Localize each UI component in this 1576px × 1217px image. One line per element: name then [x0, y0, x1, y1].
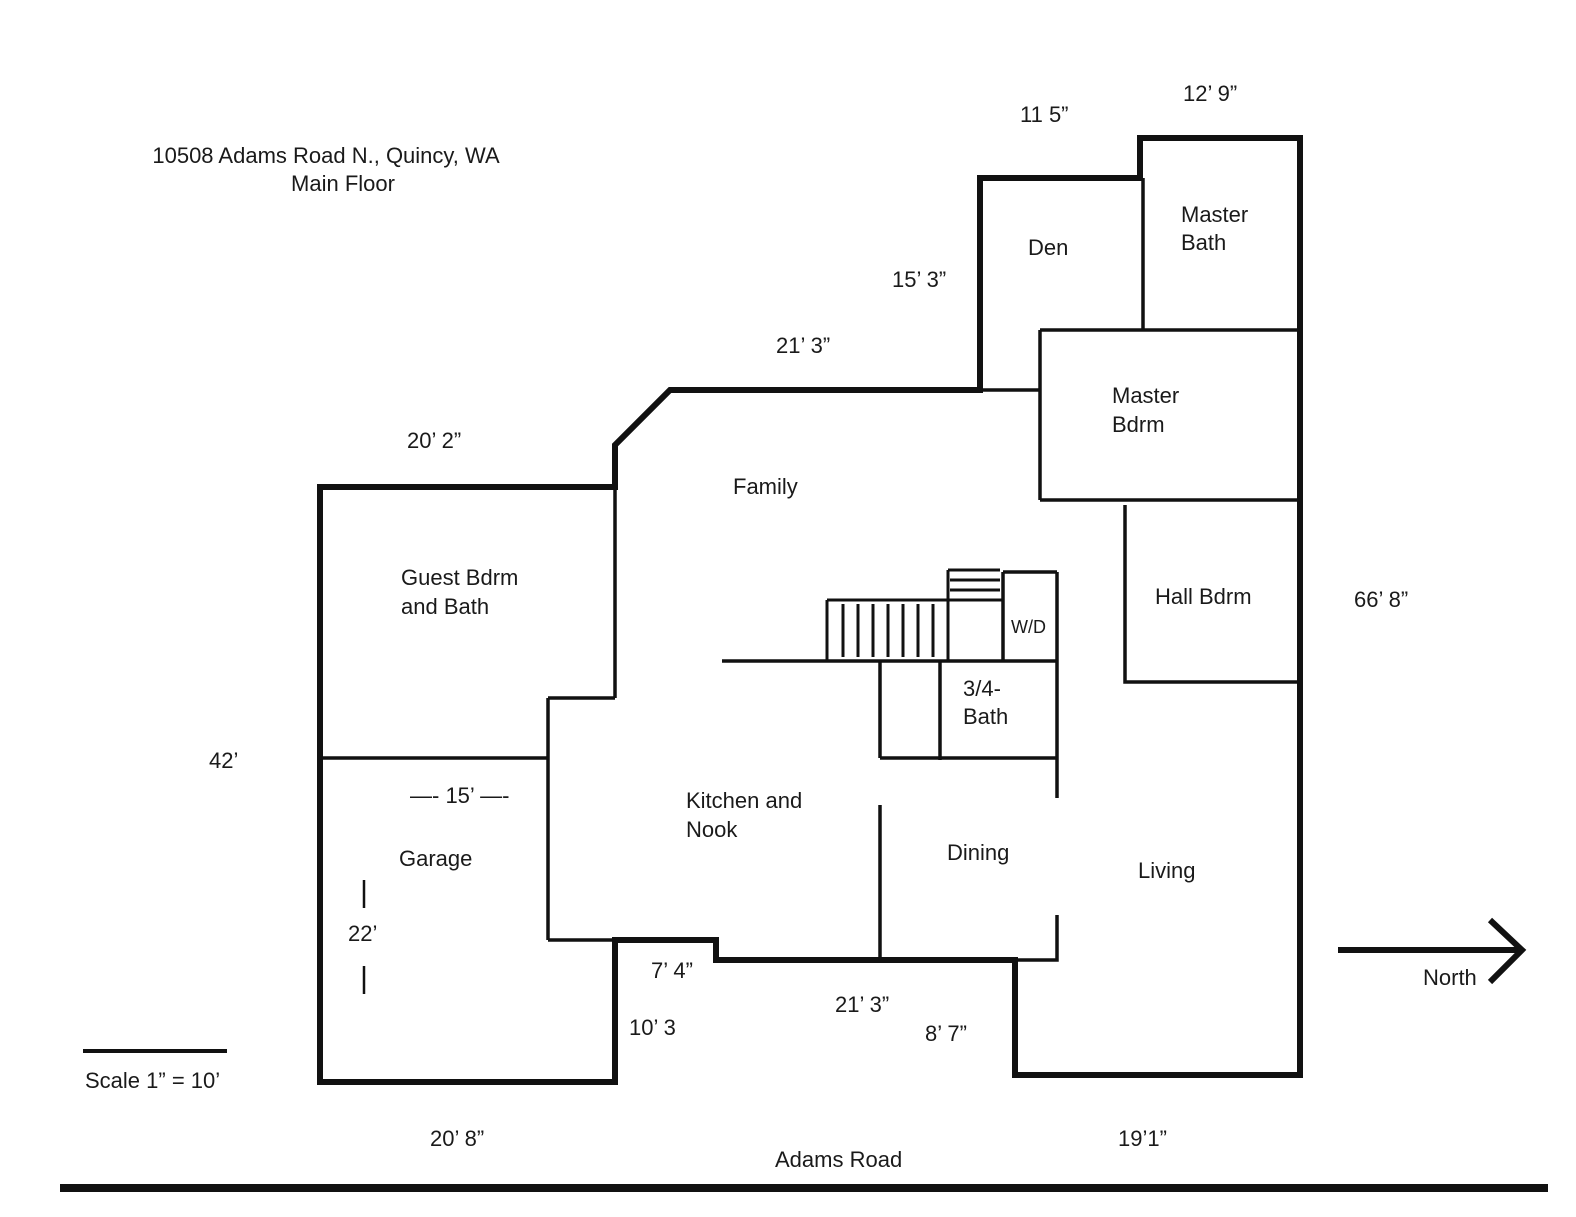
- dim-22: 22’: [348, 921, 377, 946]
- room-den: Den: [1028, 235, 1068, 260]
- dim-15-garage: —- 15’ —-: [410, 783, 509, 808]
- dim-7-4: 7’ 4”: [651, 958, 693, 983]
- interior-walls: [320, 178, 1300, 962]
- room-kitchen-1: Kitchen and: [686, 788, 802, 813]
- room-family: Family: [733, 474, 798, 499]
- stairs: [825, 568, 1003, 661]
- road-label: Adams Road: [775, 1147, 902, 1172]
- room-master-bdrm-1: Master: [1112, 383, 1179, 408]
- dim-66-8: 66’ 8”: [1354, 587, 1408, 612]
- dim-19-1: 19’1”: [1118, 1126, 1167, 1151]
- room-master-bdrm-2: Bdrm: [1112, 412, 1165, 437]
- north-label: North: [1423, 965, 1477, 990]
- room-garage: Garage: [399, 846, 472, 871]
- dim-10-3: 10’ 3: [629, 1015, 676, 1040]
- floor-title: Main Floor: [291, 171, 395, 196]
- dim-42: 42’: [209, 748, 238, 773]
- room-bath-2: Bath: [963, 704, 1008, 729]
- room-guest-1: Guest Bdrm: [401, 565, 518, 590]
- dim-15-3: 15’ 3”: [892, 267, 946, 292]
- room-wd: W/D: [1011, 617, 1046, 637]
- dim-21-3-bottom: 21’ 3”: [835, 992, 889, 1017]
- scale-label: Scale 1” = 10’: [85, 1068, 220, 1093]
- dim-11-5: 11 5”: [1020, 102, 1069, 127]
- dim-12-9: 12’ 9”: [1183, 81, 1237, 106]
- room-hall-bdrm: Hall Bdrm: [1155, 584, 1252, 609]
- address-title: 10508 Adams Road N., Quincy, WA: [152, 143, 500, 168]
- north-arrow-icon: [1338, 917, 1527, 985]
- room-guest-2: and Bath: [401, 594, 489, 619]
- dim-20-2: 20’ 2”: [407, 428, 461, 453]
- room-master-bath-1: Master: [1181, 202, 1248, 227]
- dim-20-8: 20’ 8”: [430, 1126, 484, 1151]
- room-bath-1: 3/4-: [963, 676, 1001, 701]
- exterior-walls: [317, 135, 1303, 1085]
- room-master-bath-2: Bath: [1181, 230, 1226, 255]
- room-dining: Dining: [947, 840, 1009, 865]
- dim-21-3-top: 21’ 3”: [776, 333, 830, 358]
- dim-8-7: 8’ 7”: [925, 1021, 967, 1046]
- room-living: Living: [1138, 858, 1195, 883]
- room-kitchen-2: Nook: [686, 817, 738, 842]
